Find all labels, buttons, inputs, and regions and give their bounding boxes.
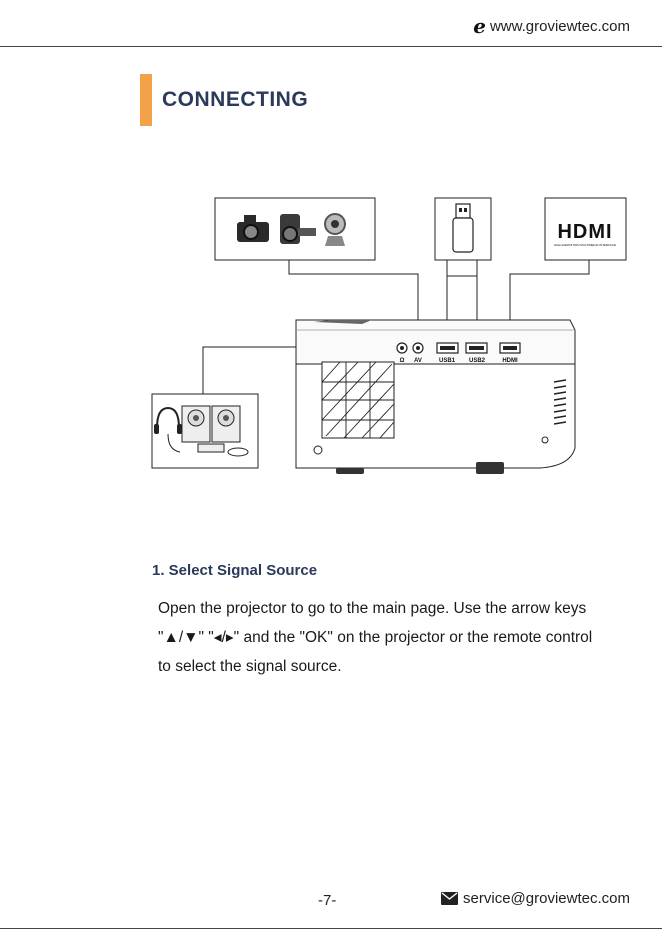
step-body: Open the projector to go to the main pag… [158, 594, 598, 681]
hdmi-logo-subtext: HIGH-DEFINITION MULTIMEDIA INTERFACE [554, 243, 616, 247]
svg-text:AV: AV [414, 358, 422, 364]
page-number: -7- [318, 892, 336, 909]
footer-divider [0, 928, 662, 929]
svg-text:USB1: USB1 [439, 358, 456, 364]
usb-drive-icon [453, 204, 473, 252]
step-heading: 1. Select Signal Source [152, 562, 317, 579]
envelope-icon [441, 892, 458, 905]
svg-text:Ω: Ω [400, 358, 405, 364]
projector-illustration: Ω AV USB1 USB2 HDMI [296, 320, 575, 474]
hdmi-logo: HDMI [557, 221, 612, 243]
svg-text:HDMI: HDMI [502, 358, 518, 364]
connection-diagram: HDMI HIGH-DEFINITION MULTIMEDIA INTERFAC… [0, 0, 662, 500]
webcam-icon [325, 214, 345, 246]
footer-email: service@groviewtec.com [441, 890, 630, 907]
email-address[interactable]: service@groviewtec.com [463, 890, 630, 907]
svg-text:USB2: USB2 [469, 358, 486, 364]
